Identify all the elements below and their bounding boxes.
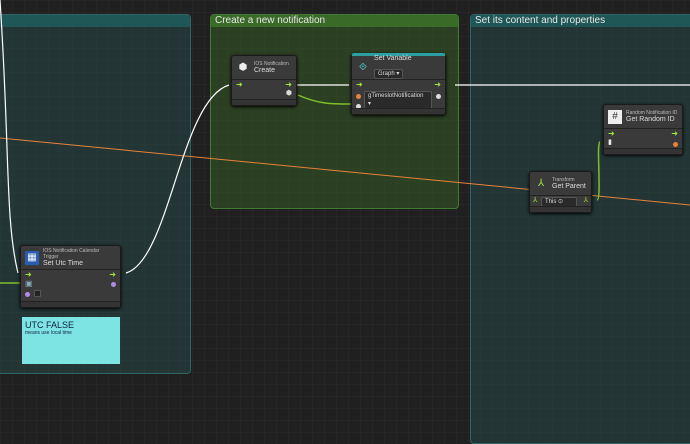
flow-in-port[interactable]: ➜ (236, 80, 243, 89)
flow-in-port[interactable]: ➜ (356, 80, 363, 89)
flow-in-port[interactable]: ➜ (25, 270, 32, 279)
value-in-port[interactable] (356, 104, 361, 109)
value-out-port[interactable] (436, 94, 441, 99)
flow-out-port[interactable]: ➜ (109, 270, 116, 279)
notification-icon: ⬢ (238, 62, 248, 73)
script-icon: # (608, 109, 622, 124)
target-icon[interactable]: ▮ (608, 139, 612, 146)
object-wire (596, 141, 601, 201)
name-port[interactable] (356, 94, 361, 99)
group-content-properties[interactable]: Set its content and properties (470, 14, 690, 444)
flow-wire (125, 84, 230, 274)
notification-out-icon[interactable]: ⬢ (285, 90, 292, 97)
out-port[interactable] (111, 282, 116, 287)
transform-in-icon[interactable]: ⅄ (533, 197, 538, 204)
group-title: Create a new notification (211, 15, 458, 27)
object-wire (297, 94, 358, 105)
flow-out-port[interactable]: ➜ (434, 80, 441, 89)
transform-icon: ⅄ (537, 178, 545, 189)
calendar-icon: ▦ (25, 250, 39, 265)
utc-checkbox[interactable] (34, 290, 41, 297)
group-left[interactable] (0, 14, 191, 374)
int-out-port[interactable] (673, 142, 678, 147)
variable-icon: ⟐ (359, 62, 367, 73)
transform-out-icon[interactable]: ⅄ (583, 197, 588, 204)
scope-dropdown[interactable]: Graph ▾ (374, 69, 404, 79)
variable-name-dropdown[interactable]: gTimeslotNotification ▾ (364, 91, 432, 109)
flow-wire (0, 0, 19, 274)
sticky-note[interactable]: UTC FALSE means use local time (22, 317, 120, 364)
group-title: Set its content and properties (471, 15, 690, 27)
flow-in-port[interactable]: ➜ (608, 129, 615, 138)
bool-port[interactable] (25, 292, 30, 297)
flow-out-port[interactable]: ➜ (671, 129, 678, 138)
flow-out-port[interactable]: ➜ (285, 80, 292, 89)
trigger-icon[interactable]: ▣ (25, 279, 33, 288)
